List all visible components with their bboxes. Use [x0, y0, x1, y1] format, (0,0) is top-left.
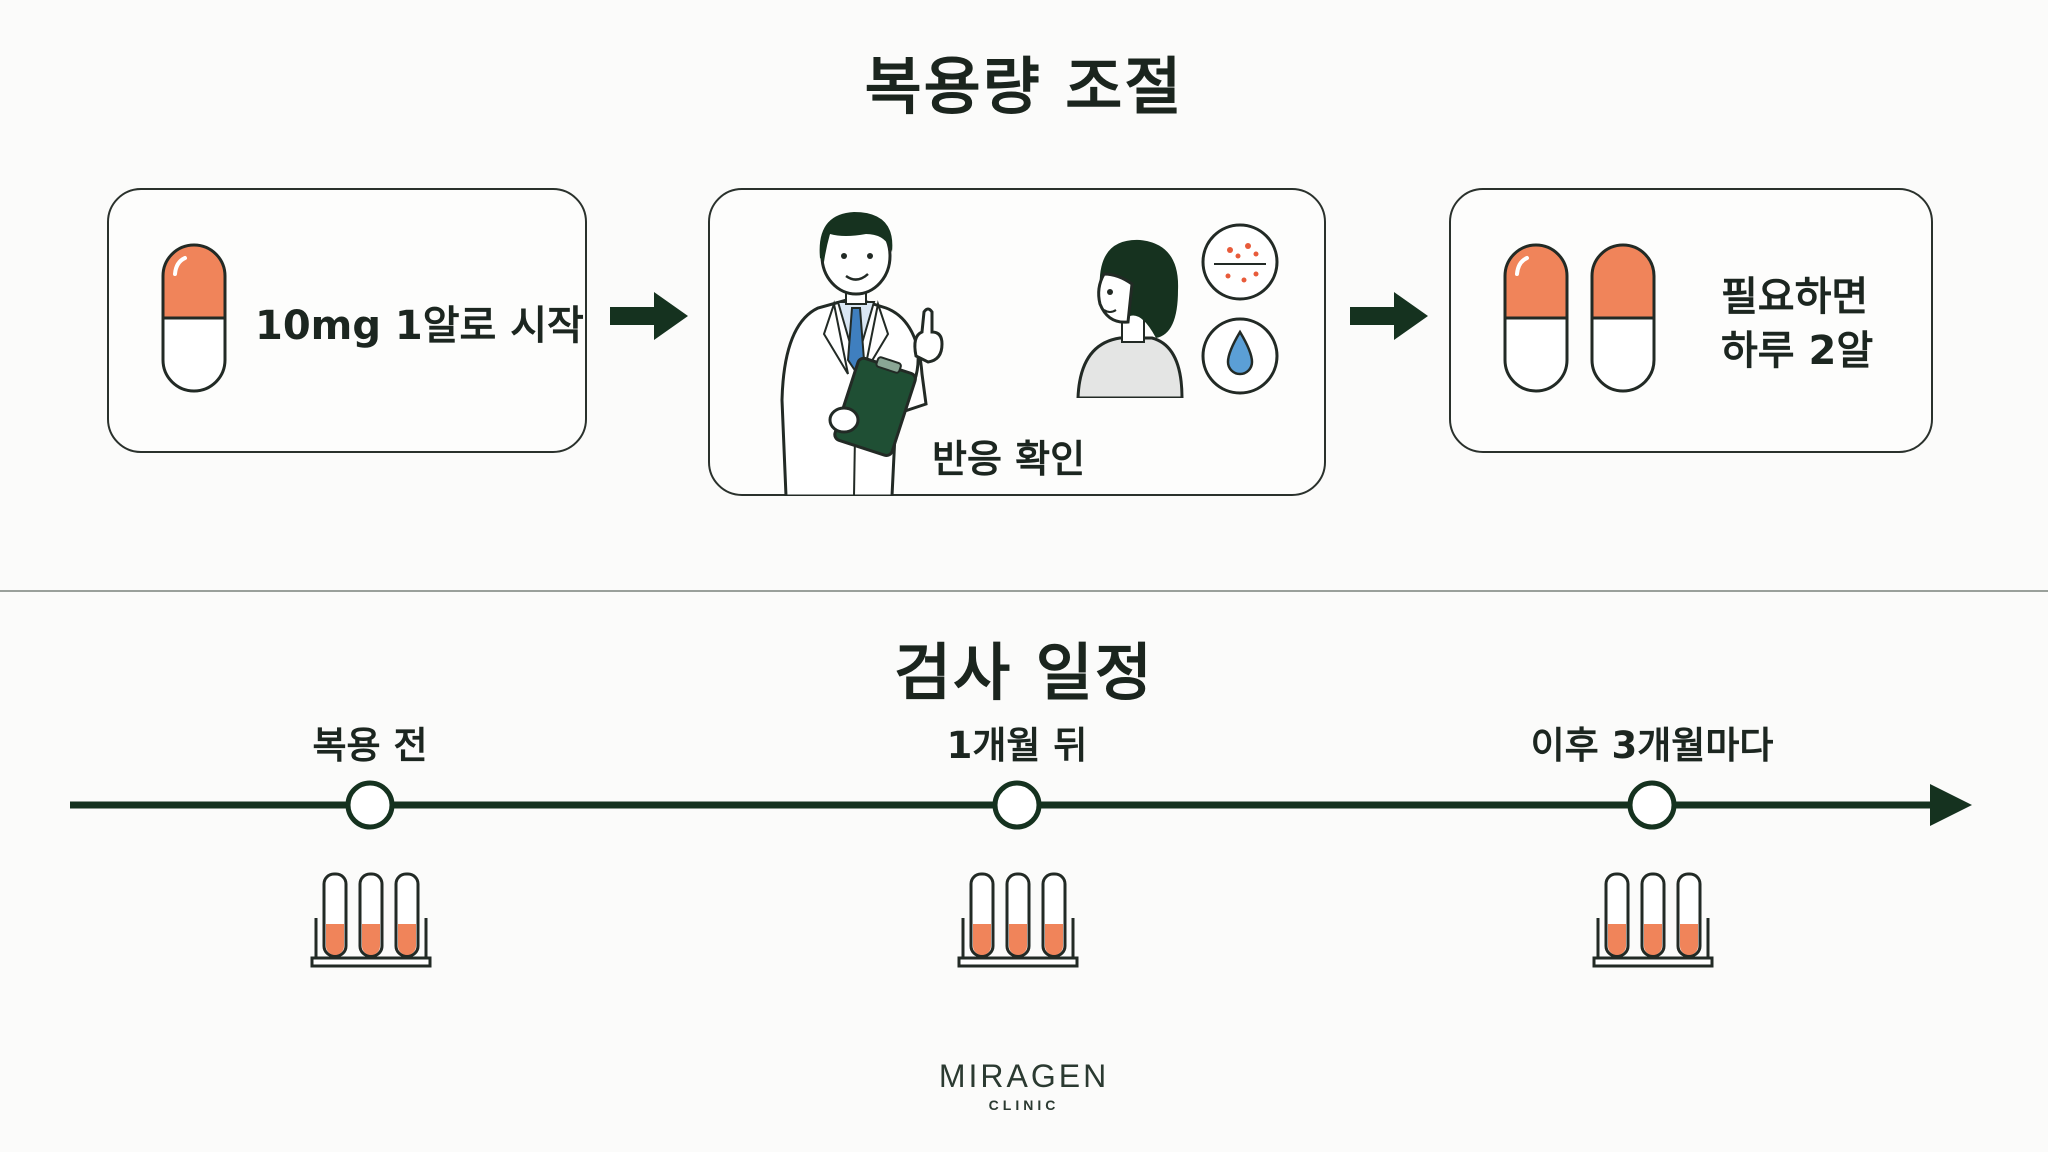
capsule-icon — [1503, 243, 1569, 393]
arrow-right-icon — [610, 292, 688, 340]
doctor-illustration — [780, 212, 944, 496]
timeline — [70, 780, 1972, 830]
section-divider — [0, 590, 2048, 592]
test-section-title: 검사 일정 — [894, 636, 1154, 709]
dose-section-title: 복용량 조절 — [864, 50, 1184, 123]
step2-label: 반응 확인 — [932, 437, 1086, 481]
logo-sub: CLINIC — [988, 1097, 1060, 1113]
clinic-logo: MIRAGEN CLINIC — [0, 1058, 2048, 1113]
step3-label-line1: 필요하면 — [1721, 274, 1869, 320]
logo-name: MIRAGEN — [938, 1058, 1110, 1094]
milestone-label-2: 이후 3개월마다 — [1530, 724, 1774, 767]
timeline-arrowhead — [1930, 784, 1972, 826]
step3-card: 필요하면 하루 2알 — [1449, 188, 1933, 453]
test-tubes-icon — [310, 872, 432, 968]
capsule-icon — [1590, 243, 1656, 393]
milestone-marker — [345, 780, 395, 830]
arrow-right-icon — [1350, 292, 1428, 340]
test-tubes-icon — [957, 872, 1079, 968]
step1-label: 10mg 1알로 시작 — [255, 303, 584, 349]
blood-drop-icon — [1201, 317, 1279, 395]
milestone-label-1: 1개월 뒤 — [946, 724, 1088, 767]
patient-illustration — [1076, 239, 1184, 398]
milestone-marker — [1627, 780, 1677, 830]
step2-card: 반응 확인 — [708, 188, 1326, 496]
step1-card: 10mg 1알로 시작 — [107, 188, 587, 453]
milestone-label-0: 복용 전 — [312, 724, 428, 767]
step3-label-line2: 하루 2알 — [1721, 328, 1874, 374]
capsule-icon — [161, 243, 227, 393]
test-tubes-icon — [1592, 872, 1714, 968]
lab-result-icon — [1201, 223, 1279, 301]
milestone-marker — [992, 780, 1042, 830]
